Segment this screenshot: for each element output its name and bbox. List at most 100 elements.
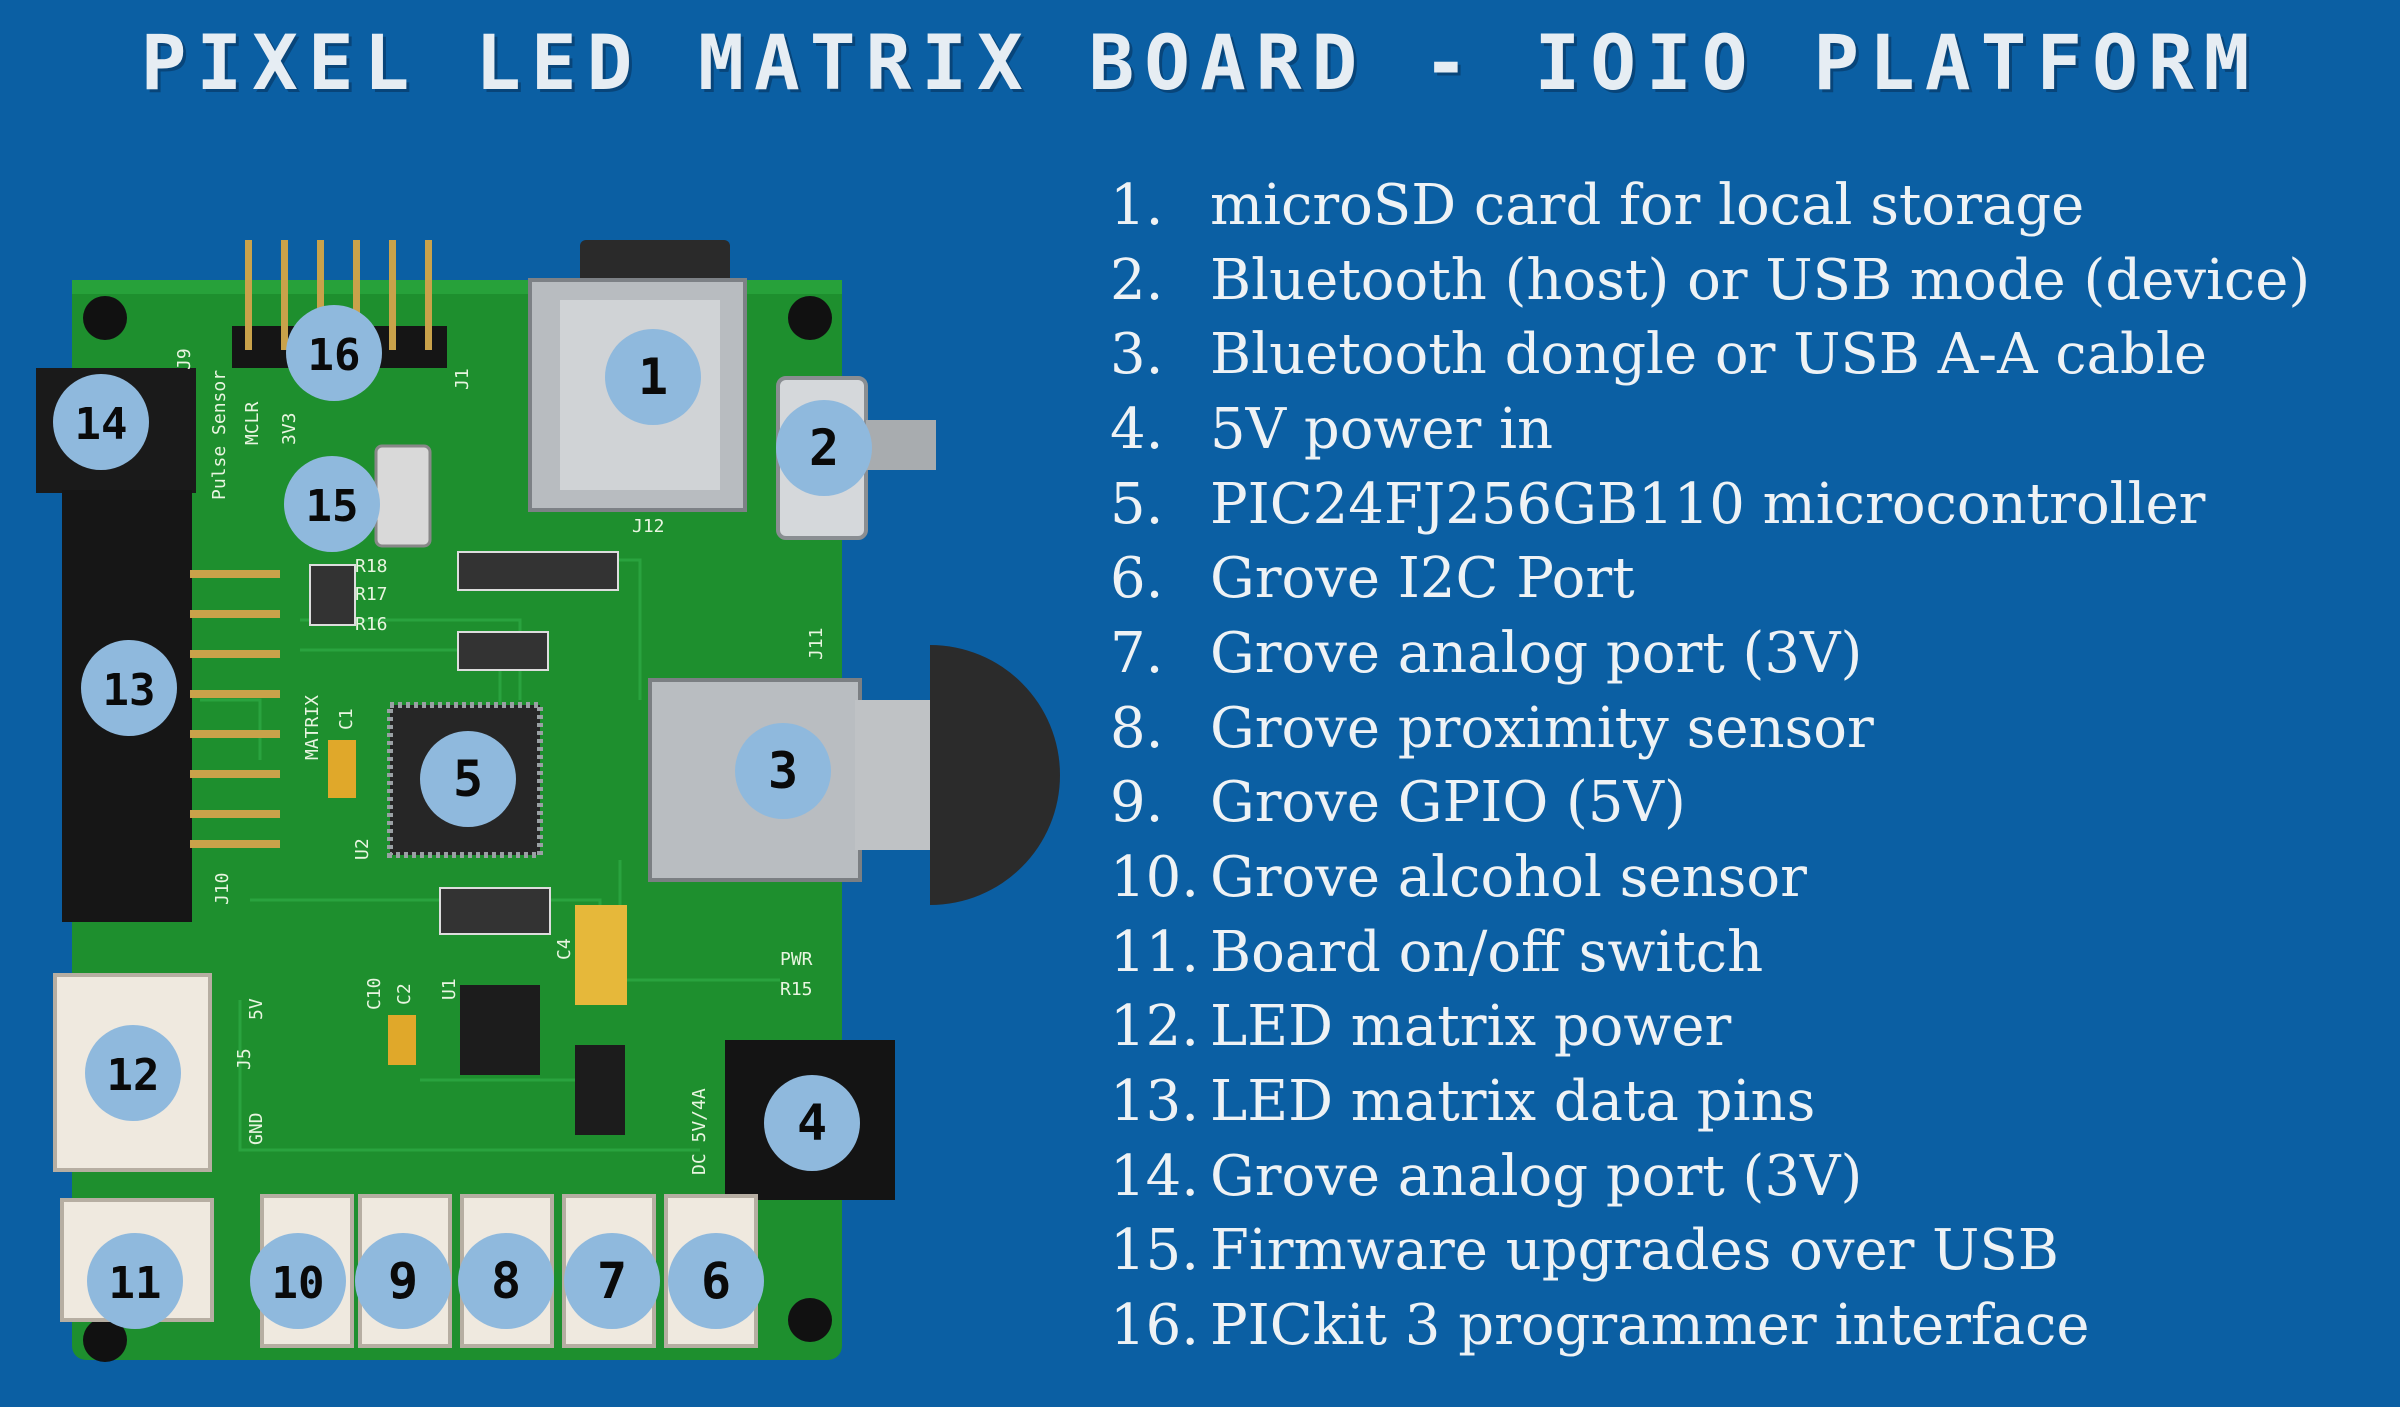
legend-text: LED matrix power	[1210, 994, 1732, 1060]
callout-15-label: 15	[306, 481, 359, 532]
callout-14-label: 14	[75, 399, 128, 450]
legend-item: 16.PICkit 3 programmer interface	[1110, 1288, 2390, 1363]
callout-13-label: 13	[103, 665, 156, 716]
mounting-hole-bottom-left	[83, 1318, 127, 1362]
matrix-pins	[190, 570, 280, 848]
callout-2: 2	[776, 400, 872, 496]
legend-number: 13.	[1110, 1069, 1200, 1135]
callout-8: 8	[458, 1233, 554, 1329]
callout-1-label: 1	[638, 348, 668, 406]
callout-1: 1	[605, 329, 701, 425]
callout-3-label: 3	[768, 742, 798, 800]
legend-item: 13.LED matrix data pins	[1110, 1064, 2390, 1139]
legend-number: 8.	[1110, 695, 1164, 761]
callout-16-label: 16	[308, 330, 361, 381]
callout-7-label: 7	[597, 1252, 627, 1310]
mounting-hole-top-left	[83, 296, 127, 340]
legend-item: 4. 5V power in	[1110, 392, 2390, 467]
mounting-hole-top-right	[788, 296, 832, 340]
silk-r18: R18	[355, 556, 388, 577]
legend-text: Bluetooth dongle or USB A-A cable	[1210, 322, 2207, 388]
legend-number: 9.	[1110, 770, 1164, 836]
mounting-hole-bottom-right	[788, 1298, 832, 1342]
callout-6: 6	[668, 1233, 764, 1329]
legend-item: 10.Grove alcohol sensor	[1110, 840, 2390, 915]
callout-5-label: 5	[453, 750, 483, 808]
legend-item: 11.Board on/off switch	[1110, 915, 2390, 990]
legend-number: 15.	[1110, 1218, 1200, 1284]
legend-item: 6.Grove I2C Port	[1110, 541, 2390, 616]
silk-5v: 5V	[246, 998, 267, 1020]
legend-text: Grove GPIO (5V)	[1210, 770, 1686, 836]
silk-3v3: 3V3	[279, 412, 300, 445]
silk-r15: R15	[780, 979, 813, 1000]
mode-switch-lever	[866, 420, 936, 470]
callout-2-label: 2	[809, 419, 839, 477]
legend-item: 12.LED matrix power	[1110, 990, 2390, 1065]
silk-pulse-sensor: Pulse Sensor	[209, 370, 230, 500]
silk-c4: C4	[554, 938, 575, 960]
silk-dc: DC 5V/4A	[689, 1088, 710, 1175]
silk-c10: C10	[364, 977, 385, 1010]
silk-gnd: GND	[246, 1112, 267, 1145]
capacitor-c1	[328, 740, 356, 798]
diode	[575, 1045, 625, 1135]
legend-text: Grove analog port (3V)	[1210, 620, 1863, 686]
callout-12-label: 12	[107, 1050, 160, 1101]
legend-text: Board on/off switch	[1210, 919, 1764, 985]
silk-j1: J1	[452, 368, 473, 390]
silk-matrix: MATRIX	[302, 695, 323, 760]
legend-number: 14.	[1110, 1143, 1200, 1209]
smd-resistors	[309, 551, 619, 935]
callout-14: 14	[53, 374, 149, 470]
legend-item: 8. Grove proximity sensor	[1110, 691, 2390, 766]
callout-8-label: 8	[491, 1252, 521, 1310]
legend-item: 5. PIC24FJ256GB110 microcontroller	[1110, 467, 2390, 542]
legend-number: 4.	[1110, 396, 1164, 462]
callout-11: 11	[87, 1233, 183, 1329]
legend-item: 3. Bluetooth dongle or USB A-A cable	[1110, 317, 2390, 392]
legend-item: 9. Grove GPIO (5V)	[1110, 766, 2390, 841]
legend-number: 16.	[1110, 1293, 1200, 1359]
silk-c2: C2	[394, 983, 415, 1005]
capacitor-c4	[575, 905, 627, 1005]
callout-5: 5	[420, 731, 516, 827]
silk-j5: J5	[234, 1048, 255, 1070]
legend-item: 1.microSD card for local storage	[1110, 168, 2390, 243]
callout-16: 16	[286, 305, 382, 401]
firmware-button	[374, 444, 432, 548]
silk-j10: J10	[212, 872, 233, 905]
legend-list: 1.microSD card for local storage 2. Bluet…	[1110, 168, 2390, 1363]
capacitor-c2	[388, 1015, 416, 1065]
legend-number: 1.	[1110, 172, 1164, 238]
silk-j9: J9	[174, 348, 195, 370]
silk-j11: J11	[806, 627, 827, 660]
legend-text: Grove alcohol sensor	[1210, 845, 1807, 911]
legend-number: 12.	[1110, 994, 1200, 1060]
legend-text: Grove proximity sensor	[1210, 695, 1874, 761]
callout-12: 12	[85, 1025, 181, 1121]
legend-number: 5.	[1110, 471, 1164, 537]
silk-r16: R16	[355, 614, 388, 635]
legend-number: 10.	[1110, 845, 1200, 911]
pcb-board-illustration: Pulse Sensor MATRIX DC 5V/4A 5V GND J1 J…	[36, 240, 1060, 1362]
legend-text: PIC24FJ256GB110 microcontroller	[1210, 471, 2206, 537]
callout-3: 3	[735, 723, 831, 819]
legend-text: Firmware upgrades over USB	[1210, 1218, 2059, 1284]
legend-item: 7.Grove analog port (3V)	[1110, 616, 2390, 691]
legend-number: 2.	[1110, 247, 1164, 313]
silk-u2: U2	[352, 838, 373, 860]
callout-4-label: 4	[797, 1094, 827, 1152]
callout-9: 9	[355, 1233, 451, 1329]
callout-10-label: 10	[272, 1258, 325, 1309]
callout-4: 4	[764, 1075, 860, 1171]
legend-item: 14.Grove analog port (3V)	[1110, 1139, 2390, 1214]
legend-text: Bluetooth (host) or USB mode (device)	[1210, 247, 2311, 313]
silk-c1: C1	[336, 708, 357, 730]
legend-text: 5V power in	[1210, 396, 1554, 462]
callout-9-label: 9	[388, 1252, 418, 1310]
legend-number: 3.	[1110, 322, 1164, 388]
silk-u1: U1	[439, 978, 460, 1000]
silk-pwr: PWR	[780, 949, 813, 970]
callout-10: 10	[250, 1233, 346, 1329]
